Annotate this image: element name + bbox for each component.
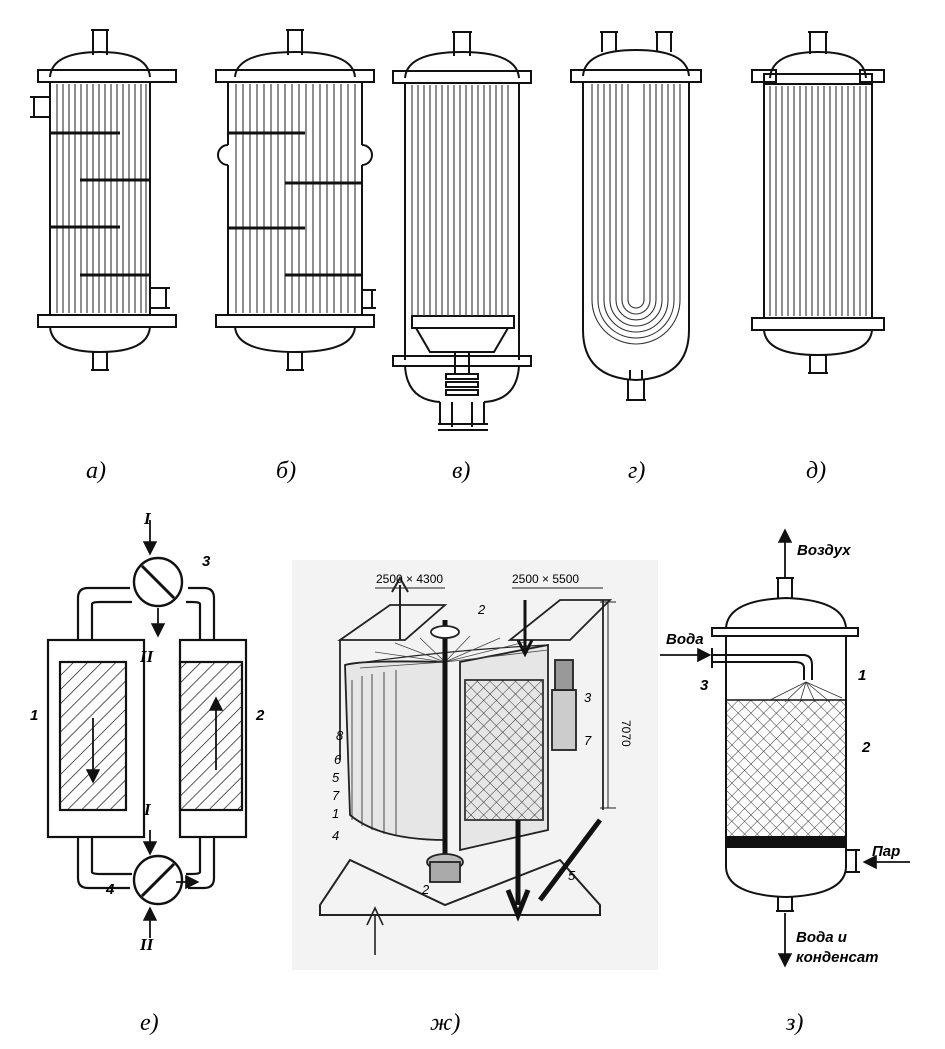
- caption-g: г): [628, 458, 645, 484]
- caption-b: б): [276, 458, 296, 484]
- zh-label-7: 7: [332, 788, 340, 803]
- column-z-labels: Воздух Вода Пар Вода и конденсат 1 2 3: [666, 542, 900, 966]
- exchanger-b: [215, 29, 376, 371]
- exchanger-a: [30, 29, 177, 371]
- caption-e: е): [140, 1010, 159, 1036]
- dim-left: 2500 × 4300: [376, 572, 443, 586]
- exchanger-d: [751, 31, 885, 374]
- caption-zh: ж): [430, 1010, 460, 1036]
- caption-d: д): [806, 458, 826, 484]
- label-e-3: 3: [202, 553, 211, 570]
- caption-v: в): [452, 458, 470, 484]
- label-flow-II-top: II: [139, 647, 155, 666]
- label-flow-I-top: I: [143, 509, 152, 528]
- zh-label-2-bottom: 2: [421, 882, 430, 897]
- exchanger-g: [570, 31, 702, 382]
- label-outlet-1: Вода и: [796, 929, 847, 946]
- label-flow-II-bottom: II: [139, 935, 155, 954]
- zh-label-4: 4: [332, 828, 339, 843]
- label-e-4: 4: [105, 881, 115, 898]
- zh-label-1: 1: [332, 806, 339, 821]
- z-label-2: 2: [861, 739, 871, 756]
- exchanger-g-outlet: [626, 380, 646, 401]
- label-steam: Пар: [872, 843, 900, 860]
- zh-label-6: 6: [334, 752, 342, 767]
- rotary-regenerator-zh: [292, 560, 658, 970]
- regenerator-e: [46, 520, 248, 938]
- label-outlet-2: конденсат: [796, 949, 879, 966]
- label-e-1: 1: [30, 707, 38, 724]
- regenerator-e-labels: I II I II 1 2 3 4: [30, 509, 265, 954]
- dim-height: 7070: [619, 720, 633, 747]
- caption-z: з): [785, 1010, 803, 1036]
- z-label-1: 1: [858, 667, 866, 684]
- rotary-regenerator-zh-labels: 2500 × 4300 2500 × 5500 7070 8 6 5 7 1 4…: [332, 572, 633, 897]
- zh-label-7-right: 7: [584, 733, 592, 748]
- column-z: [660, 528, 910, 968]
- label-e-2: 2: [255, 707, 265, 724]
- zh-label-3: 3: [584, 690, 592, 705]
- z-label-3: 3: [700, 677, 709, 694]
- dim-right: 2500 × 5500: [512, 572, 579, 586]
- label-flow-I-bottom: I: [143, 800, 152, 819]
- zh-label-5: 5: [332, 770, 340, 785]
- zh-label-8: 8: [336, 728, 344, 743]
- zh-label-5-right: 5: [568, 868, 576, 883]
- label-air: Воздух: [797, 542, 851, 559]
- exchanger-v: [392, 31, 532, 431]
- zh-label-2-top: 2: [477, 602, 486, 617]
- caption-a: а): [86, 458, 106, 484]
- label-water: Вода: [666, 631, 704, 648]
